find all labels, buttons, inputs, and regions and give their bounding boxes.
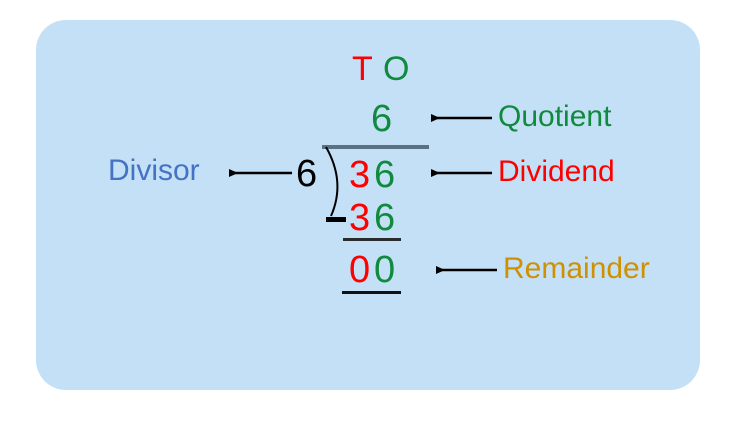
subtraction-rule-line — [343, 238, 401, 241]
subtrahend-ones-digit: 6 — [374, 197, 396, 239]
dividend-label: Dividend — [498, 155, 615, 188]
quotient-label: Quotient — [498, 100, 612, 133]
place-value-tens-label: T — [352, 50, 373, 88]
minus-sign-icon — [326, 217, 346, 222]
subtrahend-tens-digit: 3 — [349, 197, 371, 239]
diagram-card-background — [36, 20, 700, 390]
remainder-ones-digit: 0 — [374, 249, 396, 291]
remainder-rule-line — [342, 291, 401, 294]
quotient-digit: 6 — [371, 98, 393, 140]
place-value-ones-label: O — [383, 50, 410, 88]
divisor-label: Divisor — [108, 154, 200, 187]
dividend-ones-digit: 6 — [374, 154, 396, 196]
dividend-tens-digit: 3 — [349, 154, 371, 196]
division-vinculum-line — [322, 145, 429, 149]
remainder-tens-digit: 0 — [349, 249, 371, 291]
remainder-label: Remainder — [503, 252, 650, 285]
divisor-digit: 6 — [296, 153, 318, 195]
